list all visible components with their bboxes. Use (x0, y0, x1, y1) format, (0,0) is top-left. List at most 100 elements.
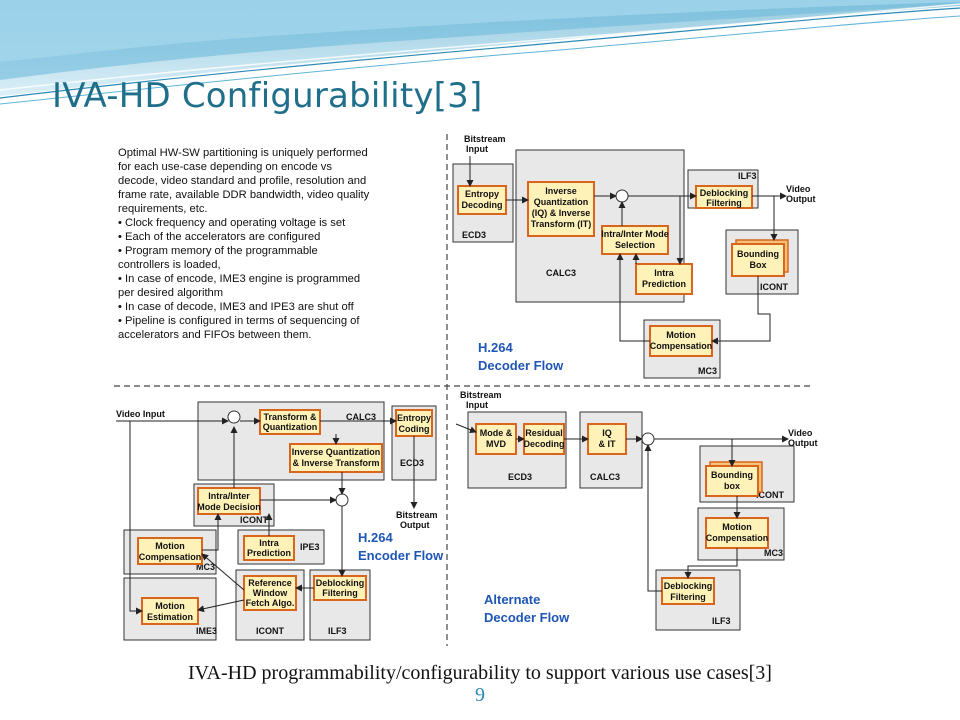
bitstream-input-label: Bitstream (460, 390, 502, 400)
inverse-quantization-label: Transform (IT) (531, 219, 592, 229)
mode-mvd-label: Mode & (480, 428, 513, 438)
mode-decision-label: Mode Decision (197, 502, 261, 512)
intra-prediction-block (635, 263, 693, 295)
ilf3-label: ILF3 (738, 171, 757, 181)
sum-node (335, 493, 349, 507)
transform-quantization-block (259, 409, 321, 435)
video-output-label: Video (788, 428, 813, 438)
ecd3-label: ECD3 (508, 472, 532, 482)
video-output-label: Video (786, 184, 811, 194)
mode-decision-label: Intra/Inter (208, 491, 250, 501)
icont-label: ICONT (756, 490, 785, 500)
bounding-box-label: Bounding (711, 470, 753, 480)
bitstream-output-label: Bitstream (396, 510, 438, 520)
residual-decoding-label: Residual (525, 428, 563, 438)
deblocking-filtering-label: Filtering (670, 592, 706, 602)
arrow (201, 553, 245, 591)
description-text: Optimal HW-SW partitioning is uniquely p… (118, 147, 370, 341)
ilf3-label: ILF3 (328, 626, 347, 636)
description-line: decode, video standard and profile, reso… (118, 175, 366, 187)
deblocking-filtering-block (313, 575, 367, 601)
residual-decoding-label: Decoding (523, 439, 564, 449)
description-line: accelerators and FIFOs between them. (118, 329, 311, 341)
intra-prediction-label: Prediction (642, 279, 686, 289)
motion-compensation-label: Compensation (650, 341, 713, 351)
deblocking-filtering-label: Deblocking (316, 578, 365, 588)
description-line: • Each of the accelerators are configure… (118, 231, 320, 243)
mc3-label: MC3 (196, 562, 215, 572)
iq-it-label: IQ (602, 428, 612, 438)
slide-title: IVA-HD Configurability[3] (52, 76, 483, 116)
mc3-label: MC3 (764, 548, 783, 558)
video-output-label: Output (788, 438, 818, 448)
bitstream-input-label: Input (466, 400, 488, 410)
arrow (455, 423, 477, 434)
motion-compensation-label: Compensation (139, 552, 202, 562)
motion-compensation-label: Motion (722, 522, 752, 532)
entropy-decoding-label: Decoding (461, 200, 502, 210)
calc3-label: CALC3 (346, 412, 376, 422)
bounding-box-label: Box (749, 260, 766, 270)
arrow (616, 253, 650, 342)
arrow (129, 421, 143, 615)
mode-selection-label: Intra/Inter Mode (601, 229, 669, 239)
motion-estimation-label: Motion (155, 601, 185, 611)
bitstream-input-label: Input (466, 144, 488, 154)
icont-label: ICONT (256, 626, 285, 636)
ecd3-label: ECD3 (400, 458, 424, 468)
motion-compensation-block (137, 537, 203, 565)
deblocking-filtering-label: Deblocking (700, 188, 749, 198)
description-line: • Clock frequency and operating voltage … (118, 217, 346, 229)
video-input-label: Video Input (116, 409, 165, 419)
mc3-label: MC3 (698, 366, 717, 376)
motion-compensation-label: Motion (666, 330, 696, 340)
description-line: for each use-case depending on encode vs (118, 161, 332, 173)
motion-compensation-label: Motion (155, 541, 185, 551)
decoder-flow-diagram: Bitstream Input ECD3 CALC3 ILF3 ICONT MC… (452, 134, 816, 379)
sum-node (615, 189, 629, 203)
description-line: • Program memory of the programmable (118, 245, 318, 257)
entropy-decoding-label: Entropy (465, 189, 499, 199)
motion-compensation-block (649, 325, 713, 357)
iva-hd-diagram: Optimal HW-SW partitioning is uniquely p… (110, 130, 818, 650)
decoder-flow-title: H.264 (478, 340, 513, 355)
inverse-transform-label: Inverse Quantization (292, 447, 381, 457)
entropy-coding-label: Coding (399, 424, 430, 434)
ime3-label: IME3 (196, 626, 217, 636)
description-line: per desired algorithm (118, 287, 223, 299)
entropy-coding-label: Entropy (397, 413, 431, 423)
calc3-label: CALC3 (590, 472, 620, 482)
arrow (202, 513, 222, 551)
motion-compensation-label: Compensation (706, 533, 769, 543)
mode-selection-block (601, 225, 669, 255)
intra-prediction-label: Intra (654, 268, 674, 278)
figure-caption: IVA-HD programmability/configurability t… (188, 662, 772, 684)
alternate-decoder-flow-diagram: Bitstream Input ECD3 CALC3 Mode & MVD Re… (455, 390, 818, 631)
encoder-flow-diagram: Video Input CALC3 ECD3 Transform & Quant… (116, 401, 444, 641)
reference-window-label: Window (253, 588, 288, 598)
inverse-quantization-label: (IQ) & Inverse (532, 208, 591, 218)
bounding-box-label: box (724, 481, 740, 491)
inverse-quantization-block (527, 181, 595, 237)
ecd3-label: ECD3 (462, 230, 486, 240)
arrow (644, 444, 662, 592)
arrow (197, 599, 245, 613)
reference-window-block (243, 575, 297, 611)
icont-label: ICONT (760, 282, 789, 292)
mode-decision-block (197, 487, 261, 515)
iq-it-label: & IT (599, 439, 617, 449)
arrow (684, 548, 738, 579)
slide-number: 9 (475, 684, 485, 706)
description-line: controllers is loaded, (118, 259, 221, 271)
description-line: Optimal HW-SW partitioning is uniquely p… (118, 147, 368, 159)
mode-selection-label: Selection (615, 240, 655, 250)
inverse-quantization-label: Quantization (534, 197, 589, 207)
motion-estimation-label: Estimation (147, 612, 193, 622)
ilf3-label: ILF3 (712, 616, 731, 626)
bounding-box-label: Bounding (737, 249, 779, 259)
intra-prediction-label: Prediction (247, 548, 291, 558)
header-wave-decoration (0, 0, 960, 105)
reference-window-label: Reference (248, 578, 292, 588)
encoder-flow-title: Encoder Flow (358, 548, 444, 563)
transform-quantization-label: Transform & (263, 412, 317, 422)
